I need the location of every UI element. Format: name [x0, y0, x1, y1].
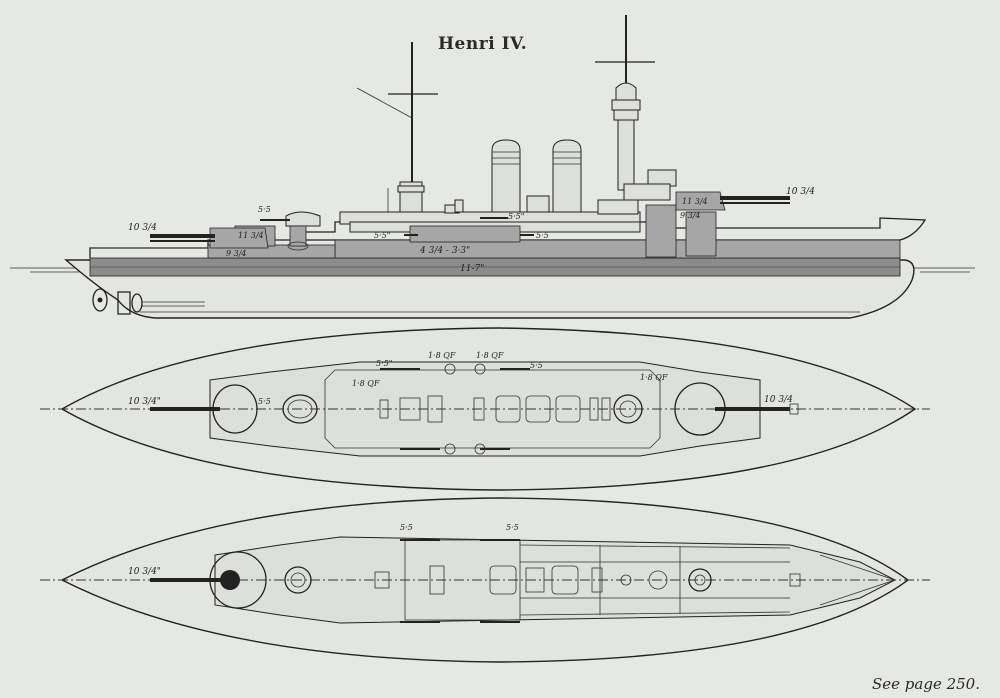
label-aft-barbette: 9 3/4 — [680, 211, 701, 220]
upper-deck-plan: 10 3/4" 5·5" 1·8 QF 1·8 QF 5·5 1·8 QF 1·… — [40, 327, 930, 491]
fore-secondary-turret — [260, 211, 321, 251]
fore-turret — [150, 227, 269, 249]
upper-label-qf-a: 1·8 QF — [428, 351, 456, 360]
upper-label-mid: 5·5 — [258, 397, 271, 406]
rudder — [117, 291, 131, 315]
fore-funnel — [491, 139, 521, 213]
lower-label-sec-b: 5·5 — [506, 523, 519, 532]
main-tower — [595, 15, 677, 201]
aft-funnel — [552, 139, 582, 213]
label-fore-gun: 10 3/4 — [128, 223, 157, 233]
upper-label-qf-d: 1·8 QF — [640, 373, 668, 382]
label-casemate-mid: 5·5" — [508, 212, 524, 221]
lower-label-fwd-gun: 10 3/4" — [128, 567, 161, 577]
upper-label-fwd-gun: 10 3/4" — [128, 397, 161, 407]
profile-view: 10 3/4 5·5 11 3/4 9 3/4 5·5" 5·5" 5·5 4 … — [10, 15, 975, 319]
label-aft-turret-armor: 11 3/4 — [682, 197, 708, 206]
label-casemate-aft: 5·5 — [536, 231, 549, 240]
label-barbette-fore: 9 3/4 — [226, 249, 247, 258]
lower-label-sec-a: 5·5 — [400, 523, 413, 532]
fore-mast — [356, 42, 438, 213]
label-fore-sec: 5·5 — [258, 205, 271, 214]
label-turret-armor-fore: 11 3/4 — [238, 231, 264, 240]
plate-title: Henri IV. — [438, 34, 528, 54]
label-aft-gun: 10 3/4 — [786, 187, 815, 197]
upper-label-qf-c: 1·8 QF — [352, 379, 380, 388]
label-belt: 11-7" — [460, 264, 484, 274]
upper-label-aft-gun: 10 3/4 — [764, 395, 793, 405]
upper-label-sec-b: 5·5 — [530, 361, 543, 370]
label-citadel: 4 3/4 - 3·3" — [419, 246, 470, 256]
label-casemate-fore: 5·5" — [374, 231, 390, 240]
propeller-icon — [92, 288, 205, 313]
upper-label-qf-b: 1·8 QF — [476, 351, 504, 360]
page-reference: See page 250. — [872, 675, 980, 693]
lower-deck-plan: 10 3/4" 5·5 5·5 — [40, 497, 930, 663]
upper-label-sec-a: 5·5" — [376, 359, 392, 368]
aft-turret — [675, 191, 790, 211]
